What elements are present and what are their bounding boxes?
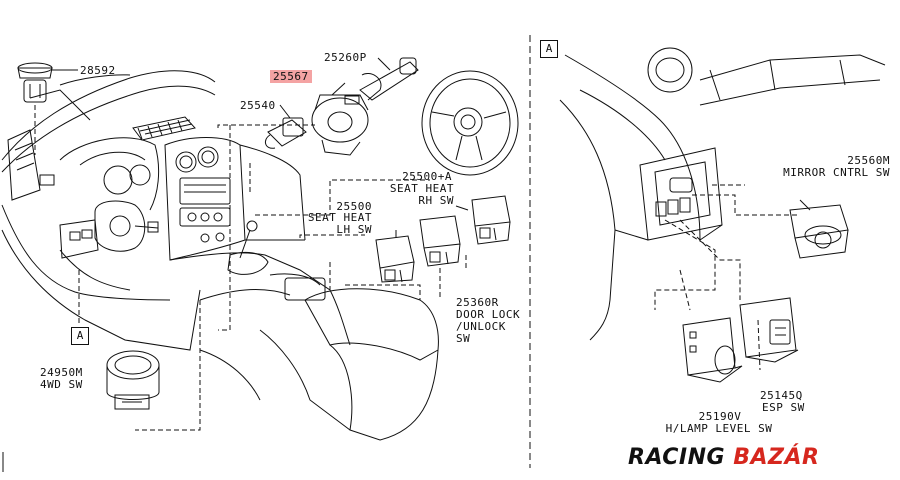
label-25567-highlight: 25567 bbox=[270, 70, 312, 83]
shifter bbox=[227, 251, 269, 275]
dashboard-outline bbox=[1, 70, 439, 441]
part-28592-drawing bbox=[17, 62, 78, 155]
part-25560M-drawing bbox=[789, 199, 849, 259]
left-vent bbox=[7, 129, 41, 201]
door-lock-line3: SW bbox=[456, 332, 471, 345]
watermark-word1: RACING bbox=[628, 445, 726, 470]
switch-bezel bbox=[639, 147, 723, 241]
label-25560M: 25560M bbox=[847, 154, 890, 167]
label-door-lock: DOOR LOCK /UNLOCK SW bbox=[456, 309, 520, 345]
label-25500A: 25500+A bbox=[402, 170, 452, 183]
label-esp-sw: ESP SW bbox=[762, 401, 805, 414]
part-25260P-drawing bbox=[359, 57, 419, 101]
label-28592: 28592 bbox=[80, 64, 116, 77]
part-25500A-rh-drawing bbox=[471, 195, 511, 245]
door-lock-line2: /UNLOCK bbox=[456, 320, 506, 333]
seat-heat-lh-line1: SEAT HEAT bbox=[307, 211, 372, 224]
center-console bbox=[169, 252, 351, 346]
right-leader-lines bbox=[654, 184, 800, 371]
watermark-logo: RACING BAZÁR bbox=[628, 445, 819, 470]
watermark-word2: BAZÁR bbox=[733, 445, 820, 470]
label-hlamp-level-sw: H/LAMP LEVEL SW bbox=[665, 422, 773, 435]
part-25145Q-drawing bbox=[739, 297, 799, 363]
label-seat-heat-lh: SEAT HEAT LH SW bbox=[296, 212, 372, 236]
ref-box-a-left: A bbox=[71, 327, 89, 345]
label-24950M: 24950M bbox=[40, 366, 83, 379]
seat-heat-rh-line2: RH SW bbox=[418, 194, 454, 207]
label-25145Q: 25145Q bbox=[760, 389, 803, 402]
label-25360R: 25360R bbox=[456, 296, 499, 309]
label-25190V: 25190V bbox=[698, 410, 742, 423]
label-25500: 25500 bbox=[336, 200, 372, 213]
part-25567-drawing bbox=[311, 82, 369, 156]
part-25190V-drawing bbox=[682, 317, 743, 383]
label-mirror-cntrl-sw: MIRROR CNTRL SW bbox=[783, 166, 890, 179]
part-25500A-drawing bbox=[419, 215, 461, 267]
ref-box-a-right: A bbox=[540, 40, 558, 58]
right-panel-dash bbox=[559, 47, 886, 341]
door-lock-line1: DOOR LOCK bbox=[456, 308, 521, 321]
label-25540: 25540 bbox=[240, 99, 276, 112]
label-25567: 25567 bbox=[270, 70, 312, 83]
part-25500-drawing bbox=[375, 235, 415, 283]
label-25260P: 25260P bbox=[324, 51, 367, 64]
seat-heat-rh-line1: SEAT HEAT bbox=[389, 182, 454, 195]
label-seat-heat-rh: SEAT HEAT RH SW bbox=[372, 183, 454, 207]
label-4wd-sw: 4WD SW bbox=[40, 378, 83, 391]
armrest bbox=[304, 288, 439, 361]
dash-vent bbox=[132, 116, 196, 141]
part-24950M-drawing bbox=[106, 350, 160, 410]
instrument-hood bbox=[59, 137, 160, 211]
steering-wheel-drawing bbox=[421, 70, 519, 176]
seat-heat-lh-line2: LH SW bbox=[336, 223, 372, 236]
steering-column bbox=[94, 200, 146, 252]
leader-lines bbox=[78, 124, 467, 431]
part-25540-drawing bbox=[264, 104, 307, 149]
